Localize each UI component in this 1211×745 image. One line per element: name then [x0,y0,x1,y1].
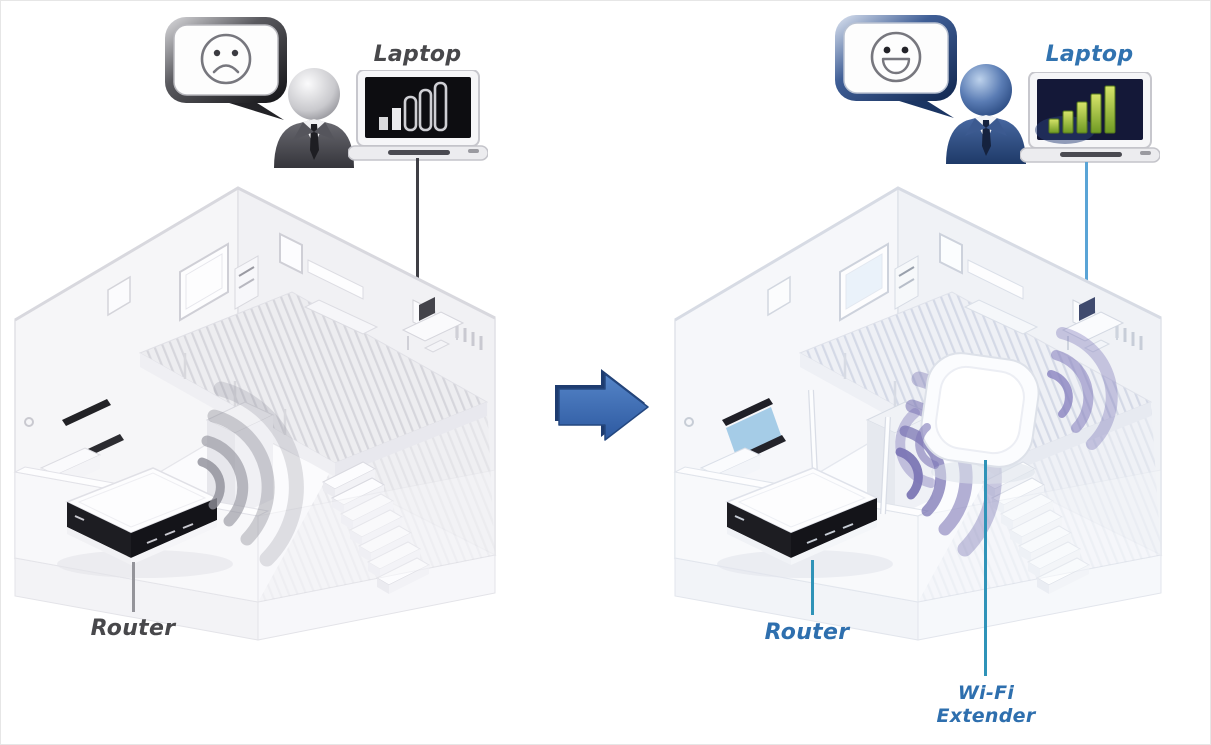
router-leader-line-before [132,562,135,612]
router-label-after: Router [764,620,850,645]
router-device [717,389,893,578]
sofa [303,299,379,335]
router-label-before: Router [90,616,176,641]
window [179,242,229,322]
router-device [57,467,233,578]
right-arrow-icon [555,369,649,441]
window-small [279,232,303,275]
house-after [673,186,1163,641]
front-right-half-wall [917,469,1162,603]
laptop-screen [365,77,471,138]
wall-frame [767,275,791,317]
air-conditioner [307,259,364,300]
happy-face-speech-bubble [835,15,957,118]
signal-bars-strong [1048,85,1116,134]
happy-face-icon [870,31,922,83]
wifi-waves-extender-right [1047,327,1118,450]
extender-leader-line [984,460,987,676]
person-happy [946,64,1026,164]
laptop-label-before: Laptop [373,42,462,67]
sofa [963,299,1039,335]
laptop-weak-signal [348,70,488,161]
wifi-extender-label: Wi-Fi Extender [936,682,1036,727]
wifi-extender-device [920,352,1040,484]
desk-with-laptop [1061,297,1125,353]
air-conditioner [967,259,1024,300]
person-unhappy [274,68,354,168]
laptop-leader-line-after [1085,162,1088,340]
laptop-label-after: Laptop [1045,42,1134,67]
laptop-strong-signal [1020,72,1160,163]
house-before [13,186,497,641]
wall-frame [107,275,131,317]
wifi-waves-gray [197,381,304,567]
person-head [960,64,1012,116]
window-small [939,232,963,275]
router-leader-line-after [811,560,814,615]
person-head [288,68,340,120]
signal-bars-weak [379,81,448,132]
wifi-waves-extender-left [895,408,939,488]
sad-face-speech-bubble [165,17,287,120]
desk-with-laptop [401,297,465,353]
laptop-leader-line-before [416,158,419,338]
front-right-half-wall [257,469,496,603]
sad-face-icon [200,33,252,85]
